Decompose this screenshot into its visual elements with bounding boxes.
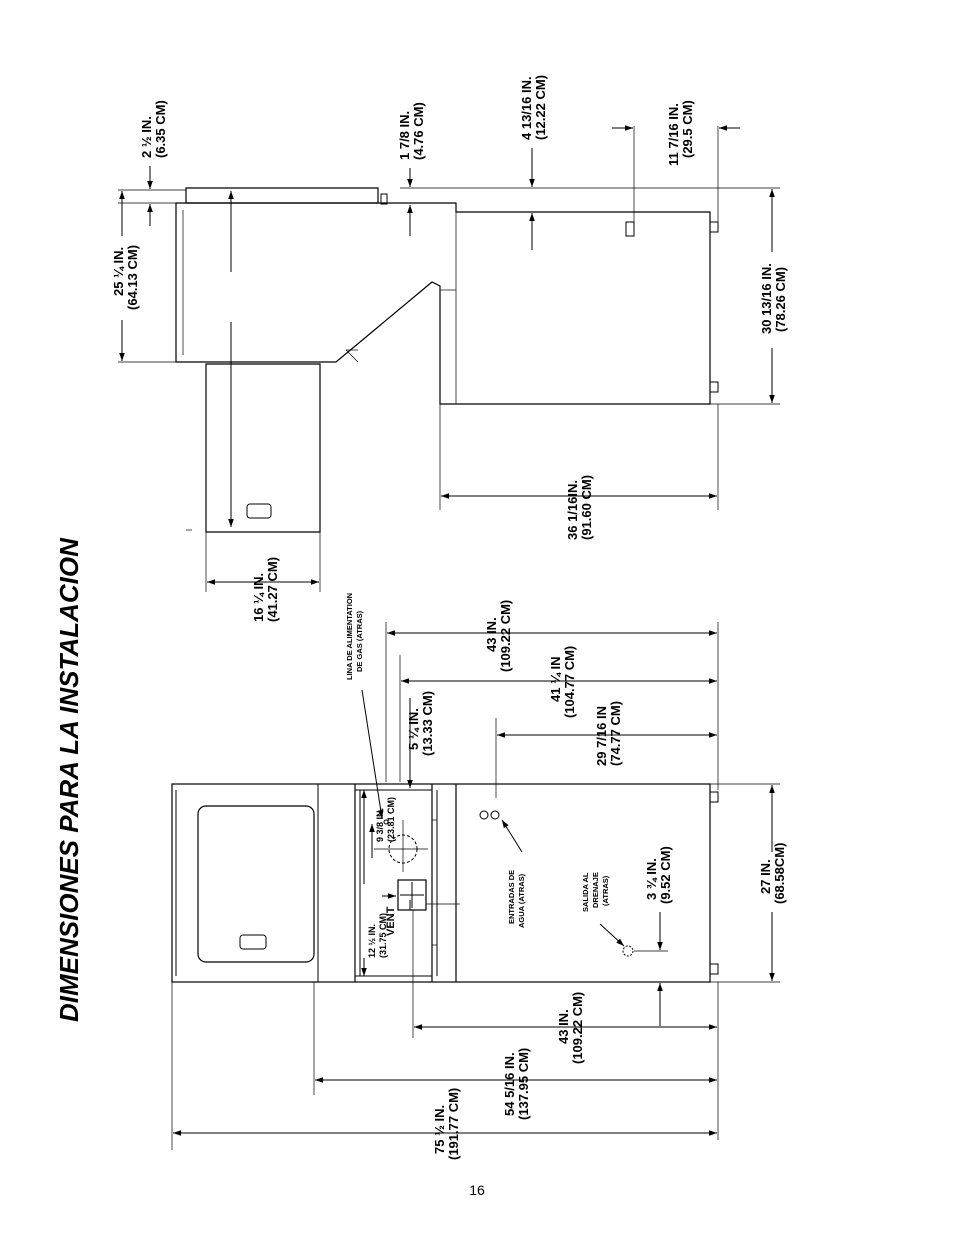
dryer-door-open (205, 363, 321, 533)
gas-line-label-2: DE GAS (ATRAS) (355, 610, 364, 672)
water-inlet-2 (490, 810, 500, 820)
dim-4-13-16-in: 4 13/16 IN. (519, 76, 534, 140)
drain-outlet (622, 945, 634, 957)
water-inlet-1 (479, 810, 489, 820)
dim-27-cm: (68.58CM) (772, 843, 787, 904)
door-handle (246, 503, 272, 519)
dim-25-25-in: 25 ¼ IN. (111, 247, 126, 296)
drain-label-3: (ATRAS) (601, 875, 610, 906)
front-view-drawing (171, 783, 719, 983)
dim-54-5-16-cm: (137.95 CM) (516, 1048, 531, 1120)
page-title: DIMENSIONES PARA LA INSTALACION (54, 537, 84, 1022)
side-view-dimensions (118, 125, 780, 592)
dim-9-3-8-in: 9 3/8 IN. (375, 808, 385, 842)
page-number: 16 (469, 1182, 485, 1198)
dim-16-25-in: 16 ¼ IN. (251, 573, 266, 622)
vent-opening (397, 879, 427, 911)
dim-41-25-in: 41 ¼ IN (548, 656, 563, 702)
dim-12-5-cm: (31.75 CM) (378, 913, 388, 958)
dim-36-1-16-cm: (91.60 CM) (579, 475, 594, 540)
vent-label: VENT (385, 906, 397, 936)
front-view-dimensions (171, 622, 780, 1150)
side-view-drawing (175, 187, 719, 533)
washer-door-handle (239, 934, 267, 950)
washer-body (171, 783, 711, 983)
washer-door-window (197, 805, 315, 963)
gas-line-label-1: LINA DE ALIMENTATION (345, 593, 354, 680)
dim-3-75-in: 3 ¾ IN. (644, 858, 659, 900)
dim-36-1-16-in: 36 1/16IN. (565, 480, 580, 540)
dim-75-5-in: 75 ½ IN. (432, 1105, 447, 1154)
dim-11-7-16-in: 11 7/16 IN. (666, 103, 681, 166)
dim-27-in: 27 IN. (758, 859, 773, 894)
dim-41-25-cm: (104.77 CM) (562, 646, 577, 718)
drain-label-1: SALIDA AL (581, 872, 590, 912)
dim-29-7-16-cm: (74.77 CM) (608, 701, 623, 766)
dim-29-7-16-in: 29 7/16 IN (594, 706, 609, 766)
front-view-labels: LINA DE ALIMENTATION DE GAS (ATRAS) 43 I… (345, 593, 787, 1160)
water-inlets-label-1: ENTRADAS DE (507, 870, 516, 924)
dim-30-13-16-cm: (78.26 CM) (773, 267, 788, 332)
dim-5-25-in: 5 ¼ IN. (406, 708, 421, 750)
side-view-labels: 2 ½ IN. (6.35 CM) 25 ¼ IN. (64.13 CM) 1 … (111, 75, 788, 622)
dim-11-7-16-cm: (29.5 CM) (680, 100, 695, 158)
water-inlets-label-2: AGUA (ATRAS) (517, 873, 526, 928)
dim-16-25-cm: (41.27 CM) (265, 557, 280, 622)
drain-label-2: DRENAJE (591, 872, 600, 908)
dim-5-25-cm: (13.33 CM) (420, 691, 435, 756)
dim-43-top-in: 43 IN. (484, 617, 499, 652)
dim-1-7-8-cm: (4.76 CM) (411, 102, 426, 160)
dim-43-bottom-in: 43 IN. (556, 1009, 571, 1044)
dim-75-5-cm: (191.77 CM) (446, 1088, 461, 1160)
dim-43-bottom-cm: (109.22 CM) (570, 992, 585, 1064)
dim-2-5-in: 2 ½ IN. (139, 116, 154, 158)
dryer-top-outline (185, 187, 379, 204)
dim-43-top-cm: (109.22 CM) (498, 600, 513, 672)
dim-30-13-16-in: 30 13/16 IN. (759, 263, 774, 334)
dim-3-75-cm: (9.52 CM) (658, 846, 673, 904)
dim-2-5-cm: (6.35 CM) (153, 100, 168, 158)
dim-54-5-16-in: 54 5/16 IN. (502, 1052, 517, 1116)
dim-12-5-in: 12 ½ IN. (367, 924, 377, 958)
dim-25-25-cm: (64.13 CM) (125, 245, 140, 310)
dim-1-7-8-in: 1 7/8 IN. (397, 111, 412, 160)
dim-4-13-16-cm: (12.22 CM) (533, 75, 548, 140)
dim-9-3-8-cm: (23.81 CM) (386, 797, 396, 842)
